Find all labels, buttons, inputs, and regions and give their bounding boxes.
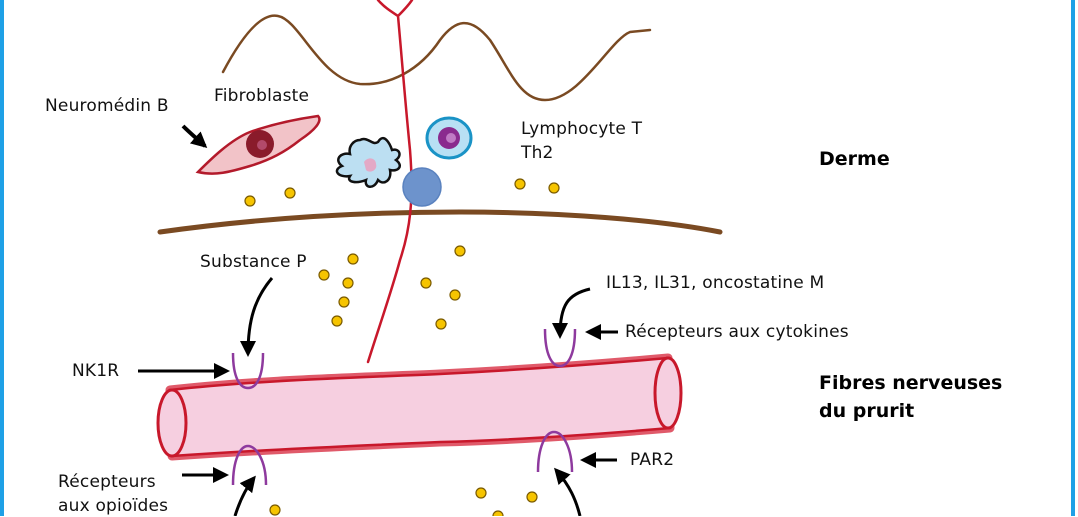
- substance-p-label: Substance P: [200, 252, 307, 272]
- opioid-receptors-label-line2: aux opioïdes: [58, 496, 169, 516]
- molecule-dot: [331, 315, 343, 327]
- molecule-dot: [338, 296, 350, 308]
- opioid-receptor-icon: [231, 444, 268, 486]
- molecule-dot: [449, 289, 461, 301]
- molecule-dot: [269, 504, 281, 516]
- cytokine-receptor-icon: [543, 328, 577, 368]
- fibroblast-label: Fibroblaste: [214, 86, 310, 106]
- molecule-dot: [454, 245, 466, 257]
- lymphocyte-cell-icon: [425, 116, 473, 160]
- neuromedin-b-arrow: [181, 124, 208, 148]
- molecule-dot: [526, 491, 538, 503]
- molecule-dot: [244, 195, 256, 207]
- molecule-dot: [548, 182, 560, 194]
- molecule-dot: [475, 487, 487, 499]
- fibroblast-cell-icon: [195, 114, 321, 175]
- par2-label: PAR2: [630, 450, 675, 470]
- cytokines-arrow: [552, 287, 591, 339]
- neuromedin-b-label: Neuromédin B: [45, 96, 169, 116]
- nk1r-label: NK1R: [72, 361, 120, 381]
- nerve-fibers-label-line1: Fibres nerveuses: [819, 372, 1003, 394]
- frame-border-left: [0, 0, 4, 516]
- molecule-dot: [342, 277, 354, 289]
- derme-label: Derme: [819, 148, 890, 170]
- molecule-dots: [244, 178, 560, 516]
- molecule-dot: [284, 187, 296, 199]
- molecule-dot: [318, 269, 330, 281]
- par2-ligand-arrow: [554, 467, 582, 516]
- molecule-dot: [420, 277, 432, 289]
- frame-border-right: [1071, 0, 1075, 516]
- nk1r-receptor-icon: [231, 352, 265, 390]
- opioid-receptors-label-line1: Récepteurs: [58, 472, 156, 492]
- blue-cell-icon: [402, 167, 442, 207]
- nerve-branch: [366, 0, 414, 364]
- molecule-dot: [514, 178, 526, 190]
- opioid-ligand-arrow: [233, 475, 256, 516]
- molecule-dot: [492, 510, 504, 516]
- molecule-dot: [347, 253, 359, 265]
- nerve-fibers-label-line2: du prurit: [819, 400, 915, 422]
- lymphocyte-t-label: Lymphocyte T: [521, 119, 643, 139]
- cytokines-label: IL13, IL31, oncostatine M: [606, 273, 825, 293]
- epidermis-wavy-line: [221, 14, 652, 102]
- molecule-dot: [435, 318, 447, 330]
- th2-label: Th2: [521, 143, 554, 163]
- nerve-fiber-tube-icon: [156, 353, 683, 461]
- dendritic-cell-icon: [335, 136, 401, 188]
- par2-receptor-icon: [536, 430, 574, 473]
- cytokine-receptors-label: Récepteurs aux cytokines: [625, 322, 849, 342]
- dermis-boundary-line: [157, 209, 723, 235]
- substance-p-arrow: [240, 277, 274, 357]
